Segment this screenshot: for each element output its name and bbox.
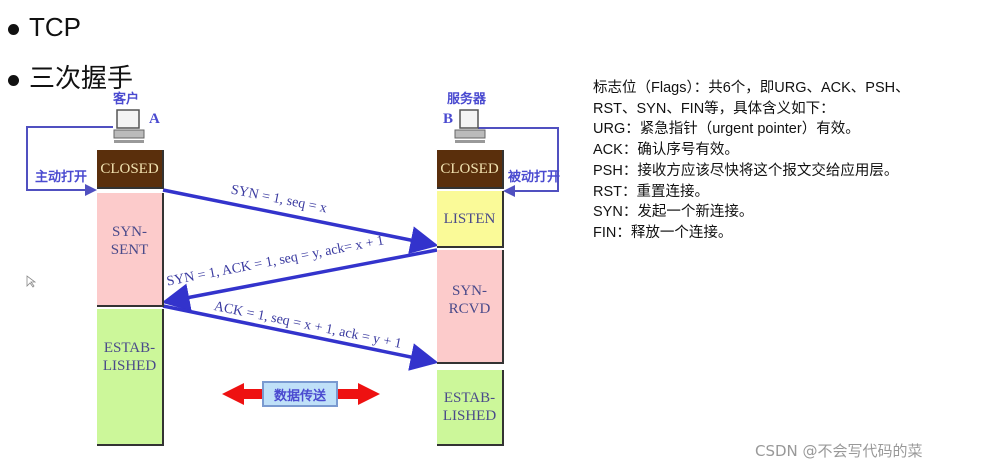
client-computer-icon (113, 109, 145, 143)
flags-line: URG：紧急指针（urgent pointer）有效。 (593, 121, 860, 138)
server-computer-icon (454, 109, 486, 143)
data-transfer-label: 数据传送 (262, 381, 338, 407)
flags-line: PSH：接收方应该尽快将这个报文交给应用层。 (593, 162, 899, 179)
server-open-loop (478, 127, 559, 197)
syn-arrow (162, 188, 439, 254)
bullet-text: TCP (29, 12, 81, 42)
bullet-text: 三次握手 (29, 63, 134, 93)
server-label: 服务器 (447, 92, 487, 107)
bullet-dot-icon (8, 74, 19, 86)
flags-line: ACK：确认序号有效。 (593, 142, 739, 159)
client-label: 客户 (113, 92, 140, 107)
server-state-syn-rcvd: SYN- RCVD (437, 250, 504, 364)
client-state-syn-sent: SYN- SENT (97, 193, 164, 307)
server-passive-open: 被动打开 (508, 170, 561, 185)
client-open-loop (26, 126, 113, 196)
flags-line: FIN：释放一个连接。 (593, 224, 733, 241)
bullet-handshake: 三次握手 (8, 58, 133, 95)
client-active-open: 主动打开 (35, 170, 88, 185)
cursor-icon (26, 275, 37, 288)
server-state-established: ESTAB- LISHED (437, 370, 504, 446)
bullet-dot-icon (8, 23, 19, 35)
syn-ack-arrow (161, 248, 438, 312)
flags-description: 标志位（Flags）：共6个，即URG、ACK、PSH、 RST、SYN、FIN… (593, 78, 910, 244)
client-state-established: ESTAB- LISHED (97, 309, 164, 446)
server-letter: B (443, 111, 454, 127)
flags-line: 标志位（Flags）：共6个，即URG、ACK、PSH、 (593, 80, 910, 96)
flags-line: RST、SYN、FIN等，具体含义如下： (593, 100, 835, 117)
watermark: CSDN @不会写代码的菜 (755, 442, 923, 460)
client-state-closed: CLOSED (97, 150, 164, 189)
server-state-closed: CLOSED (437, 150, 504, 189)
flags-line: SYN：发起一个新连接。 (593, 204, 754, 221)
flags-line: RST：重置连接。 (593, 183, 709, 200)
client-letter: A (149, 111, 160, 127)
server-state-listen: LISTEN (437, 191, 504, 248)
bullet-tcp: TCP (8, 12, 81, 43)
ack-arrow (162, 304, 439, 371)
